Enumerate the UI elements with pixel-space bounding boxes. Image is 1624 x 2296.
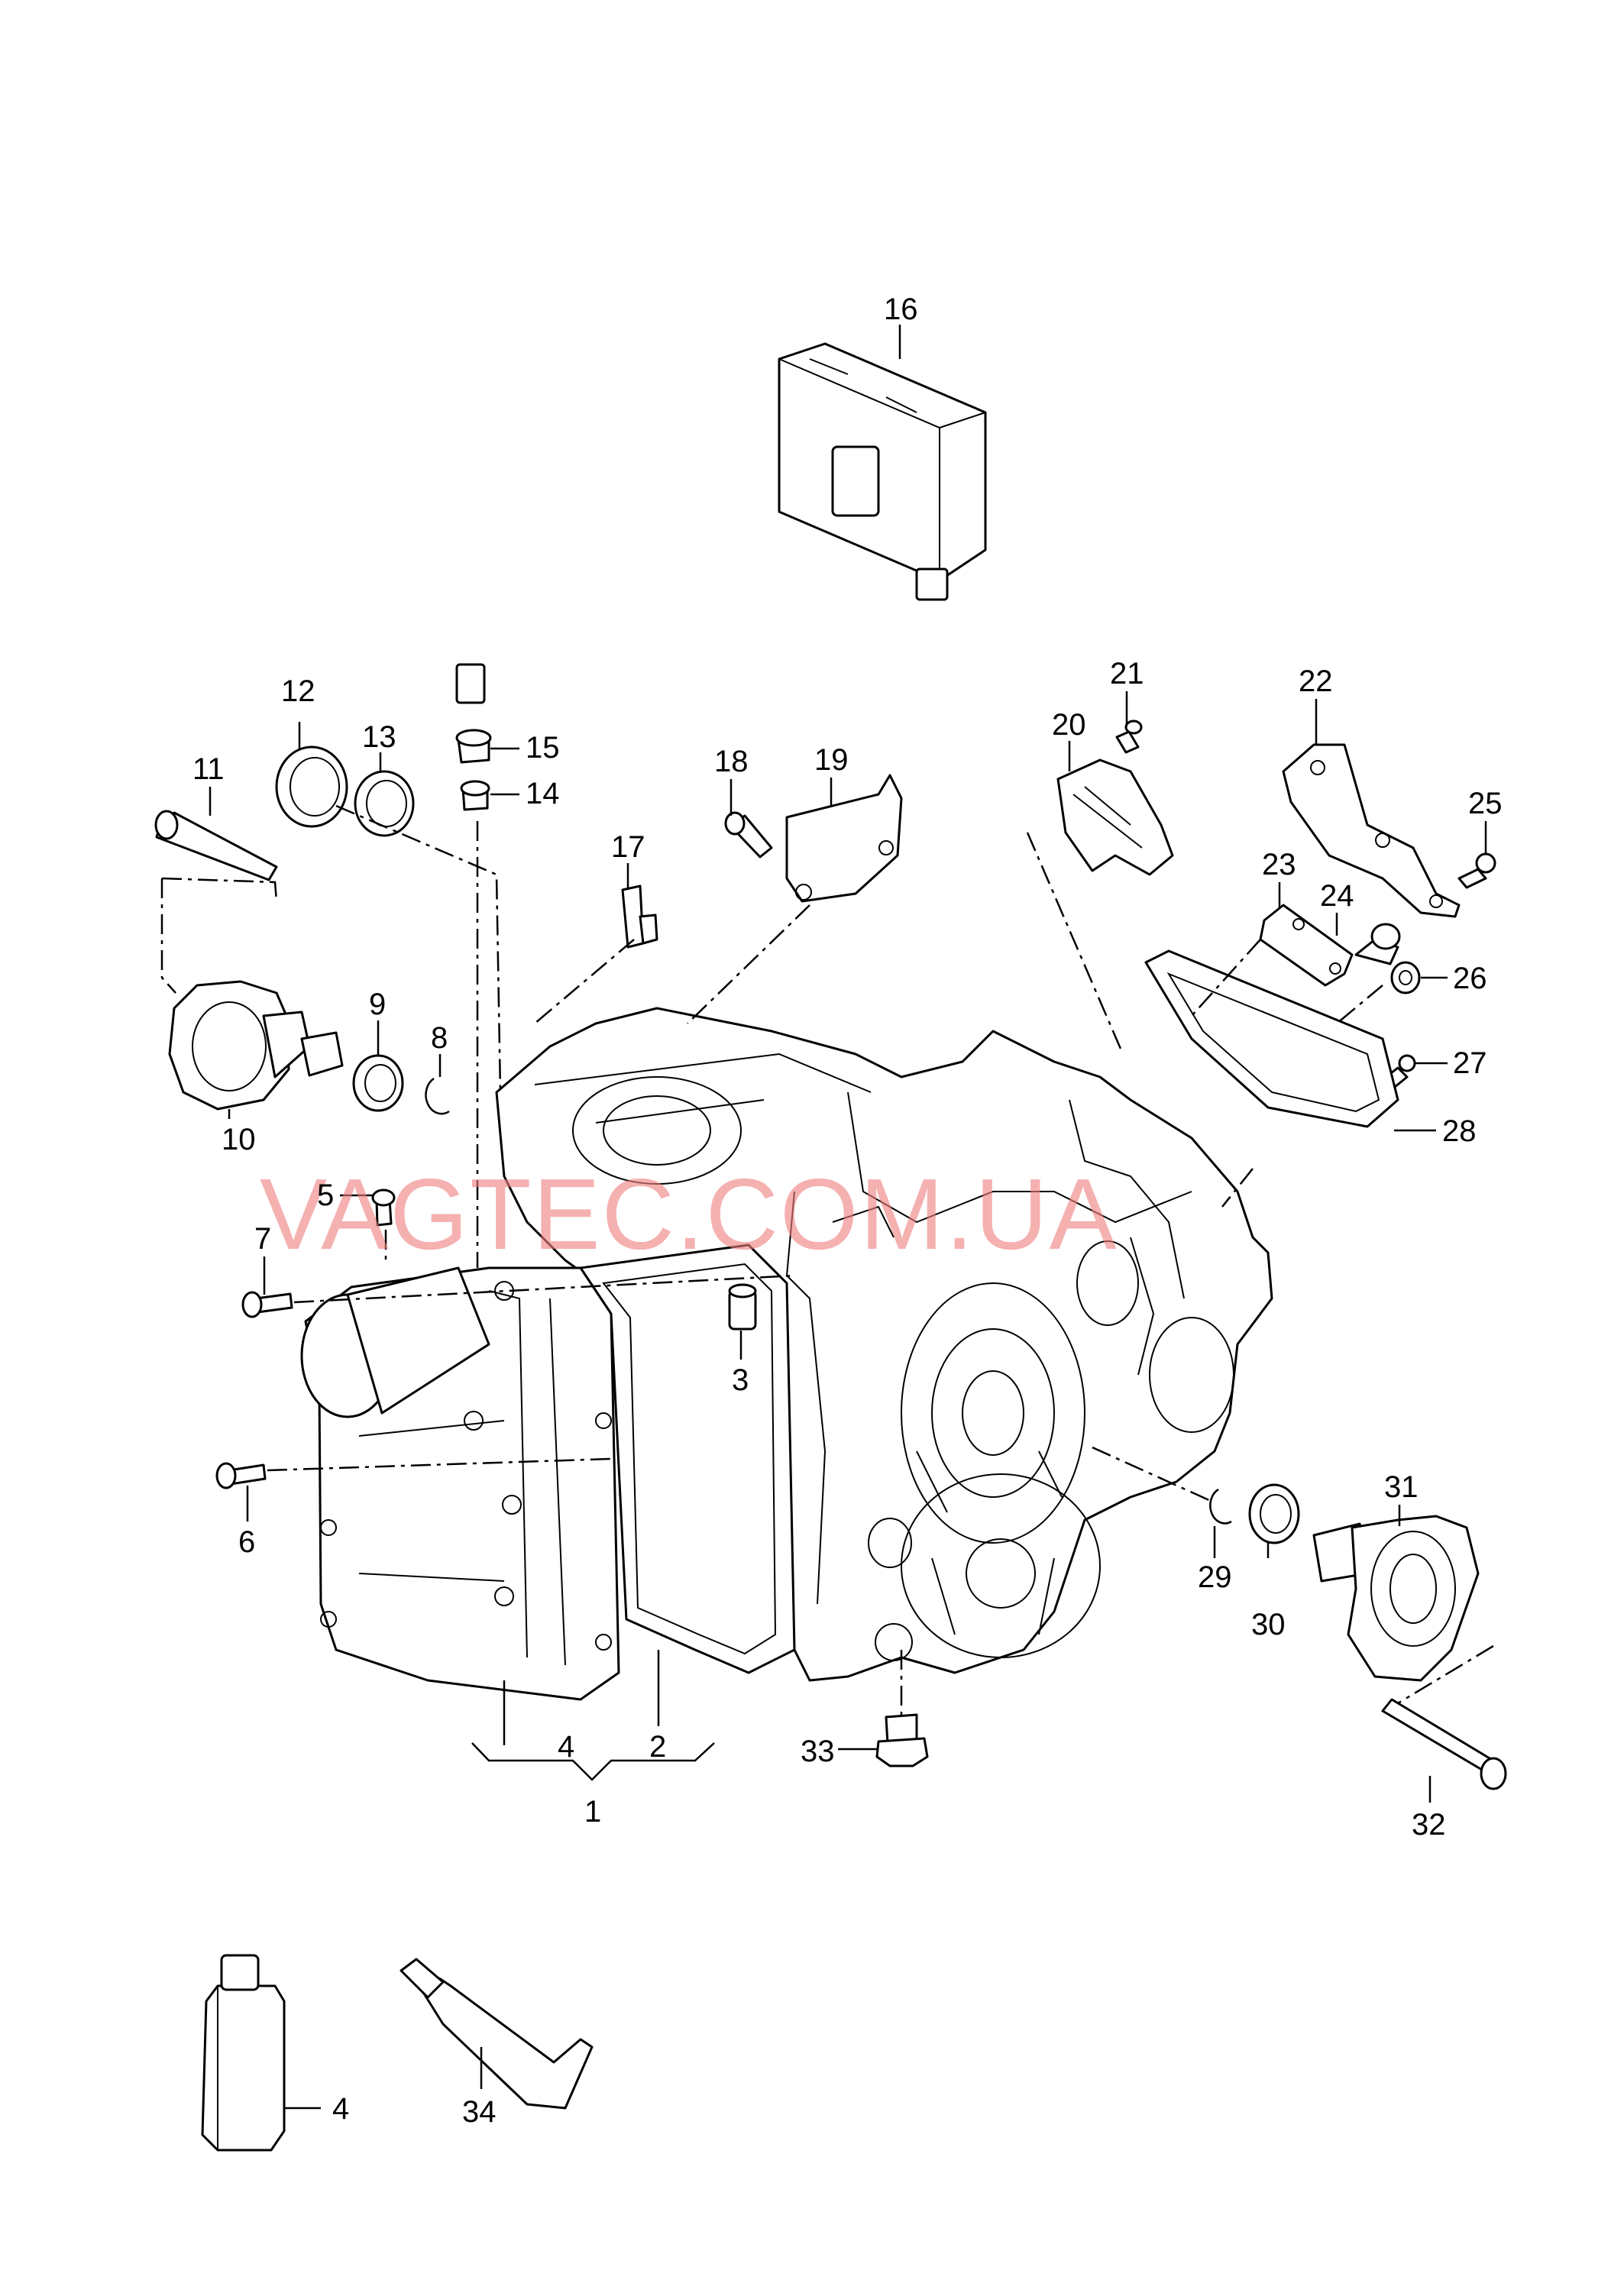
callout-30: 30 [1251, 1608, 1286, 1641]
callout-2: 2 [649, 1730, 666, 1764]
bolt-part-21 [1115, 720, 1143, 754]
callout-11: 11 [192, 752, 225, 786]
sealant-tube-part-34 [400, 1958, 594, 2110]
callout-6: 6 [238, 1525, 255, 1559]
cover-part-28 [1144, 949, 1399, 1128]
sleeve-part-3 [728, 1283, 757, 1331]
callout-18: 18 [714, 745, 749, 778]
seal-part-9 [352, 1054, 404, 1112]
callout-31: 31 [1384, 1470, 1419, 1504]
callout-23: 23 [1262, 848, 1296, 881]
mechatronic-unit-part-4 [300, 1266, 620, 1701]
control-unit-part-16 [455, 342, 987, 704]
callout-4-bottle: 4 [332, 2092, 349, 2126]
bolt-part-24 [1354, 923, 1401, 965]
callout-labels: 16 21 22 12 13 11 15 14 18 19 20 25 17 2… [192, 293, 1503, 2129]
bracket-part-19 [785, 774, 903, 903]
callout-28: 28 [1442, 1114, 1477, 1148]
flange-part-31 [1312, 1515, 1480, 1682]
callout-27: 27 [1453, 1046, 1487, 1080]
callout-32: 32 [1412, 1808, 1446, 1842]
callout-21: 21 [1110, 657, 1144, 690]
callout-29: 29 [1198, 1560, 1232, 1594]
callout-22: 22 [1299, 665, 1333, 698]
bolt-part-7 [241, 1291, 293, 1318]
callout-17: 17 [611, 830, 645, 864]
leader-lines [209, 325, 1487, 2110]
callout-13: 13 [362, 720, 396, 754]
circlip-part-8 [425, 1077, 450, 1115]
seal-part-12 [275, 745, 348, 828]
nut-part-26 [1390, 961, 1421, 994]
gearbox-housing [495, 1007, 1273, 1682]
callout-34: 34 [462, 2095, 497, 2129]
drain-plug-part-33 [875, 1713, 929, 1767]
callout-3: 3 [732, 1363, 749, 1397]
flange-part-10 [168, 980, 344, 1111]
callout-14: 14 [526, 777, 560, 810]
callout-9: 9 [369, 988, 386, 1021]
callout-19: 19 [814, 743, 849, 777]
plate-part-23 [1259, 904, 1354, 987]
bracket-part-22 [1282, 743, 1461, 918]
cap-part-15 [455, 729, 492, 764]
callout-8: 8 [431, 1021, 448, 1055]
watermark-text: VAGTEC.COM.UA [260, 1158, 1118, 1270]
bolt-part-11 [154, 810, 278, 881]
callout-33: 33 [801, 1735, 835, 1768]
bolt-part-18 [724, 811, 773, 859]
assembly-lines [160, 804, 1494, 1715]
callout-20: 20 [1052, 708, 1086, 742]
clip-part-17 [621, 884, 658, 949]
callout-12: 12 [281, 674, 315, 708]
cap-part-14 [460, 780, 490, 811]
callout-24: 24 [1320, 879, 1354, 913]
callout-7: 7 [254, 1222, 271, 1256]
oil-bottle-part-4 [201, 1954, 286, 2152]
bolt-part-6 [215, 1462, 267, 1489]
callout-4-mechatronic: 4 [558, 1730, 574, 1764]
callout-1: 1 [584, 1795, 601, 1829]
callout-25: 25 [1468, 787, 1503, 820]
circlip-part-29 [1209, 1488, 1232, 1525]
callout-26: 26 [1453, 962, 1487, 995]
sensor-part-20 [1056, 758, 1174, 876]
bolt-part-25 [1457, 852, 1496, 889]
bolt-part-5 [371, 1188, 396, 1227]
callout-10: 10 [222, 1123, 256, 1156]
callout-5: 5 [317, 1179, 334, 1212]
seal-part-30 [1248, 1483, 1300, 1544]
callout-15: 15 [526, 731, 560, 765]
bolt-part-32 [1381, 1698, 1507, 1790]
callout-16: 16 [884, 293, 918, 326]
